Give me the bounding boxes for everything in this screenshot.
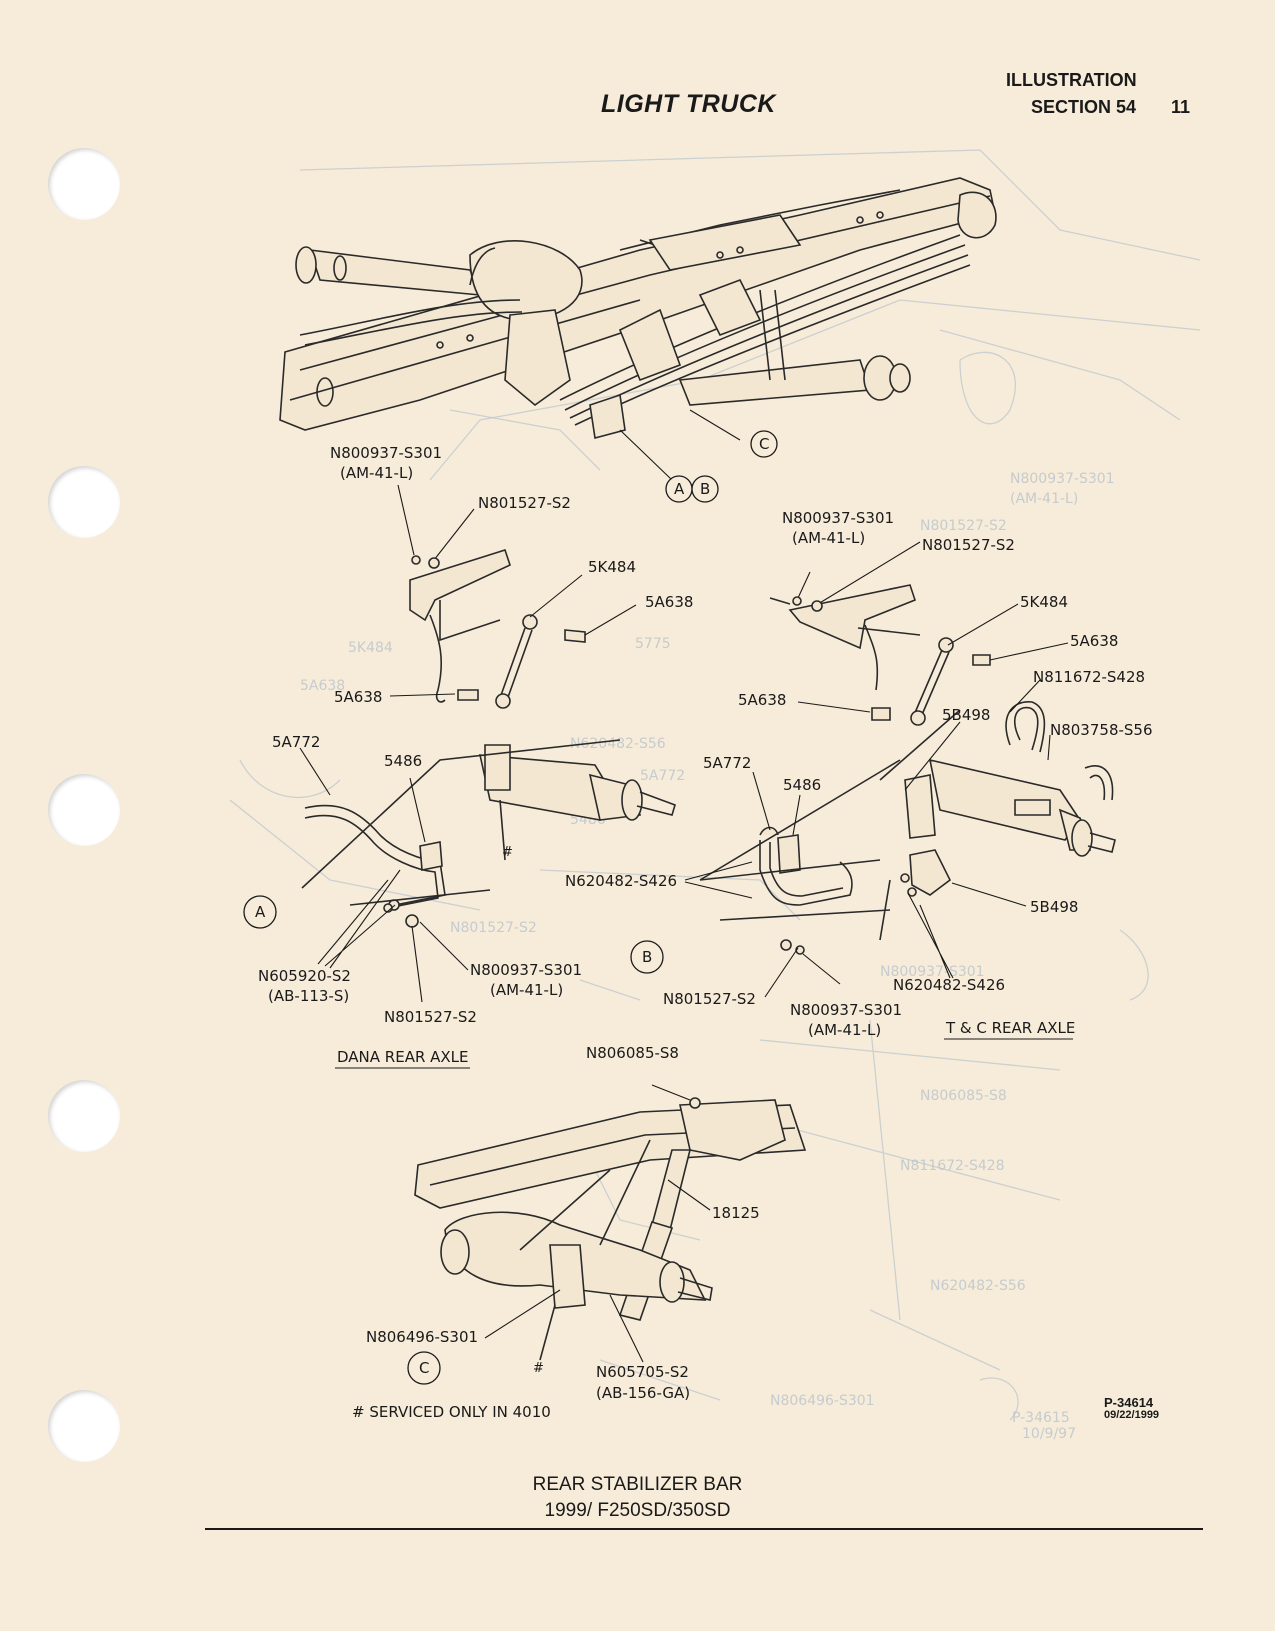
dana-nut-bottom: N801527-S2	[384, 1008, 477, 1026]
tc-bushing-lower: 5A638	[738, 691, 786, 709]
ghost-text: 10/9/97	[1022, 1426, 1076, 1442]
tc-bracket: 5486	[783, 776, 821, 794]
tc-bolt-left: N620482-S426	[565, 872, 677, 890]
tc-bracket-upper: 5B498	[942, 706, 990, 724]
illustration-label: ILLUSTRATION	[1006, 70, 1137, 90]
dana-bracket: 5486	[384, 752, 422, 770]
ghost-text: N801527-S2	[450, 920, 537, 936]
view-b-label: B	[642, 948, 652, 966]
dana-bolt-lower-code: (AB-113-S)	[268, 987, 349, 1005]
ghost-text: N620482-S56	[570, 736, 666, 752]
figure-date: 09/22/1999	[1104, 1409, 1160, 1421]
tc-bolt-bottom-code: (AM-41-L)	[808, 1021, 881, 1039]
figure-reference: P-34614 09/22/1999	[1104, 1396, 1159, 1422]
tc-rear-axle-view: B N800937-S301 (AM-41-L) N801527-S2 5K48…	[565, 509, 1153, 1040]
ghost-text: 5775	[635, 636, 671, 652]
dana-bolt-bottom: N800937-S301	[470, 961, 582, 979]
tc-view-title: T & C REAR AXLE	[945, 1019, 1075, 1037]
callout-b-label: B	[700, 480, 710, 498]
tc-nut-top: N801527-S2	[922, 536, 1015, 554]
tc-nut-ubolt: N803758-S56	[1050, 721, 1153, 739]
dana-bushing-upper: 5A638	[645, 593, 693, 611]
view-c-bolt-left: N806496-S301	[366, 1328, 478, 1346]
ghost-text: N800937-S301	[1010, 471, 1115, 487]
tc-bracket-lower: 5B498	[1030, 898, 1078, 916]
shock-view: # C N806085-S8 18125 N806496-S301 N60570…	[366, 1044, 807, 1402]
ghost-text: 5K484	[348, 640, 393, 656]
callout-c-label: C	[759, 435, 769, 453]
binder-hole	[48, 466, 120, 538]
footer-subtitle: 1999/ F250SD/350SD	[544, 1500, 731, 1521]
dana-nut-top: N801527-S2	[478, 494, 571, 512]
ghost-text: N620482-S56	[930, 1278, 1026, 1294]
page-title: LIGHT TRUCK	[601, 90, 776, 118]
hash-mark: #	[502, 845, 513, 860]
tc-nut-bottom: N801527-S2	[663, 990, 756, 1008]
dana-bar: 5A772	[272, 733, 320, 751]
view-a-label: A	[255, 903, 266, 921]
view-c-bolt-top: N806085-S8	[586, 1044, 679, 1062]
tc-bolt-right: N620482-S426	[893, 976, 1005, 994]
footer-rule	[205, 1528, 1203, 1530]
ghost-text: N806496-S301	[770, 1393, 875, 1409]
tc-bar: 5A772	[703, 754, 751, 772]
footer-title: REAR STABILIZER BAR	[532, 1474, 743, 1495]
tc-bolt-top-code: (AM-41-L)	[792, 529, 865, 547]
frame-overview-drawing: A B C	[279, 177, 997, 503]
ghost-text: N800937-S301	[880, 964, 985, 980]
hash-mark: #	[533, 1361, 544, 1376]
tc-bushing-upper: 5A638	[1070, 632, 1118, 650]
ghost-text: 5A638	[300, 678, 345, 694]
ghost-text: (AM-41-L)	[1010, 491, 1078, 507]
dana-bushing-lower: 5A638	[334, 688, 382, 706]
view-c-nut-bottom-code: (AB-156-GA)	[596, 1384, 690, 1402]
ghost-text: N811672-S428	[900, 1158, 1005, 1174]
tc-link: 5K484	[1020, 593, 1068, 611]
binder-hole	[48, 774, 120, 846]
ghost-text: N806085-S8	[920, 1088, 1007, 1104]
view-c-circle	[407, 1351, 441, 1385]
dana-bolt-bottom-code: (AM-41-L)	[490, 981, 563, 999]
dana-bolt-top: N800937-S301	[330, 444, 442, 462]
view-c-label: C	[419, 1359, 429, 1377]
service-note: # SERVICED ONLY IN 4010	[352, 1403, 551, 1421]
tc-bolt-bottom: N800937-S301	[790, 1001, 902, 1019]
section-label: SECTION 54	[1031, 97, 1137, 117]
view-b-circle	[630, 940, 664, 974]
callout-c	[750, 430, 778, 458]
callout-a-label: A	[674, 480, 685, 498]
ghost-text: N801527-S2	[920, 518, 1007, 534]
tc-ubolt: N811672-S428	[1033, 668, 1145, 686]
dana-link: 5K484	[588, 558, 636, 576]
page-number: 11	[1171, 97, 1191, 117]
tc-bolt-top: N800937-S301	[782, 509, 894, 527]
binder-hole	[48, 1080, 120, 1152]
ghost-text: P-34615	[1012, 1410, 1070, 1426]
ghost-text: 5A772	[640, 768, 685, 784]
dana-rear-axle-view: # A N800937-S301 (AM-41-L) N801527-S2 5K…	[243, 444, 693, 1069]
dana-bolt-lower: N605920-S2	[258, 967, 351, 985]
view-c-shock: 18125	[712, 1204, 760, 1222]
callout-b	[691, 475, 719, 503]
view-c-nut-bottom: N605705-S2	[596, 1363, 689, 1381]
figure-number: P-34614	[1104, 1395, 1154, 1410]
binder-hole	[48, 148, 120, 220]
binder-hole	[48, 1390, 120, 1462]
view-a-circle	[243, 895, 277, 929]
dana-bolt-top-code: (AM-41-L)	[340, 464, 413, 482]
dana-view-title: DANA REAR AXLE	[337, 1048, 469, 1066]
